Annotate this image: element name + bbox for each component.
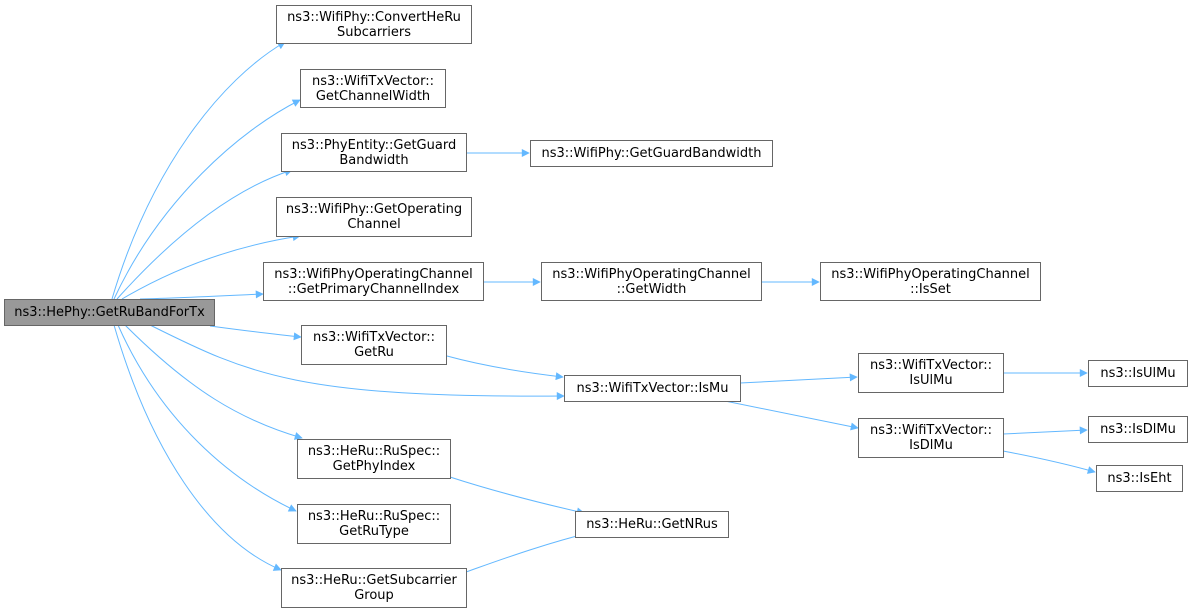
- node-label-line2: Subcarriers: [336, 24, 412, 40]
- node-phyentity-getguardbandwidth[interactable]: ns3::PhyEntity::GetGuard Bandwidth: [281, 133, 467, 172]
- node-label-line2: Bandwidth: [339, 152, 409, 168]
- edge-root-wifiphy-operating: [121, 233, 301, 300]
- edge-root-ruspec-rutype: [117, 324, 297, 512]
- node-label-line2: GetPhyIndex: [332, 459, 416, 474]
- node-label-line1: ns3::WifiPhy::ConvertHeRu: [287, 9, 461, 25]
- node-label: ns3::IsUlMu: [1100, 366, 1176, 381]
- edge-root-heru-subcarrier-group: [113, 324, 282, 571]
- node-label-line1: ns3::WifiPhyOperatingChannel: [552, 266, 751, 282]
- edge-txvector-ismu-txvector-isulmu: [739, 373, 858, 384]
- node-label-line1: ns3::WifiTxVector::: [869, 423, 992, 438]
- edge-txvector-isdlmu-isdlmu: [1002, 426, 1088, 435]
- node-wifitxvector-getchannelwidth[interactable]: ns3::WifiTxVector:: GetChannelWidth: [300, 69, 446, 108]
- node-hephy-getrubandfortx[interactable]: ns3::HePhy::GetRuBandForTx: [4, 299, 215, 326]
- node-label-line1: ns3::WifiTxVector::: [312, 330, 435, 345]
- node-opchannel-isset[interactable]: ns3::WifiPhyOperatingChannel ::IsSet: [820, 262, 1041, 301]
- node-wifitxvector-ismu[interactable]: ns3::WifiTxVector::IsMu: [564, 375, 741, 402]
- node-iseht[interactable]: ns3::IsEht: [1096, 465, 1183, 492]
- node-label: ns3::WifiPhy::GetGuardBandwidth: [541, 146, 762, 161]
- edge-root-txvector-channel-width: [113, 99, 301, 300]
- node-label-line2: IsUlMu: [909, 373, 953, 388]
- node-label-line2: GetRu: [354, 345, 394, 360]
- node-label-line1: ns3::HeRu::RuSpec::: [307, 509, 441, 524]
- node-wifiphy-convertheru-subcarriers[interactable]: ns3::WifiPhy::ConvertHeRu Subcarriers: [276, 5, 472, 44]
- node-heru-getnrus[interactable]: ns3::HeRu::GetNRus: [575, 511, 729, 538]
- node-heru-ruspec-getrutype[interactable]: ns3::HeRu::RuSpec:: GetRuType: [297, 504, 451, 544]
- node-label-line1: ns3::PhyEntity::GetGuard: [291, 137, 457, 153]
- node-wifiphy-getguardbandwidth[interactable]: ns3::WifiPhy::GetGuardBandwidth: [530, 140, 773, 167]
- edge-txvector-getru-txvector-ismu: [446, 355, 564, 381]
- edge-root-ruspec-phyindex: [124, 324, 303, 440]
- node-label-line1: ns3::WifiTxVector::: [869, 358, 992, 373]
- node-wifitxvector-getru[interactable]: ns3::WifiTxVector:: GetRu: [301, 325, 447, 365]
- node-label: ns3::WifiTxVector::IsMu: [576, 381, 729, 396]
- node-label: ns3::HePhy::GetRuBandForTx: [14, 305, 205, 320]
- node-label-line2: Channel: [347, 217, 401, 232]
- node-label-line2: GetRuType: [339, 524, 409, 539]
- node-label-line2: IsDlMu: [909, 438, 953, 453]
- node-label-line1: ns3::WifiPhyOperatingChannel: [831, 266, 1030, 282]
- node-heru-getsubcarriergroup[interactable]: ns3::HeRu::GetSubcarrier Group: [281, 568, 467, 608]
- node-label-line2: ::IsSet: [910, 281, 951, 297]
- node-heru-ruspec-getphyindex[interactable]: ns3::HeRu::RuSpec:: GetPhyIndex: [297, 439, 451, 479]
- edge-root-opchannel-primary: [139, 290, 264, 300]
- node-label-line1: ns3::HeRu::RuSpec::: [307, 444, 441, 459]
- edge-root-convert-he-ru: [111, 41, 286, 300]
- edge-txvector-isdlmu-iseht: [1002, 450, 1096, 474]
- node-isdlmu[interactable]: ns3::IsDlMu: [1088, 416, 1188, 443]
- node-label-line1: ns3::HeRu::GetSubcarrier: [291, 573, 457, 588]
- node-label: ns3::IsEht: [1107, 471, 1172, 486]
- node-opchannel-getwidth[interactable]: ns3::WifiPhyOperatingChannel ::GetWidth: [541, 262, 762, 301]
- node-label: ns3::IsDlMu: [1100, 422, 1176, 437]
- node-wifitxvector-isulmu[interactable]: ns3::WifiTxVector:: IsUlMu: [858, 353, 1004, 393]
- node-label-line2: ::GetWidth: [616, 281, 687, 297]
- node-label-line2: ::GetPrimaryChannelIndex: [287, 281, 460, 297]
- node-isulmu[interactable]: ns3::IsUlMu: [1088, 360, 1188, 387]
- edge-txvector-ismu-txvector-isdlmu: [719, 399, 859, 431]
- node-label-line2: Group: [354, 588, 394, 603]
- node-label-line1: ns3::WifiPhyOperatingChannel: [274, 266, 473, 282]
- node-opchannel-getprimarychannelindex[interactable]: ns3::WifiPhyOperatingChannel ::GetPrimar…: [263, 262, 484, 301]
- edge-root-txvector-getru: [209, 325, 302, 341]
- edge-root-phyentity-guard: [116, 168, 293, 300]
- node-label-line1: ns3::WifiTxVector::: [311, 73, 434, 89]
- node-label: ns3::HeRu::GetNRus: [586, 517, 718, 532]
- node-label-line1: ns3::WifiPhy::GetOperating: [285, 202, 463, 217]
- node-wifitxvector-isdlmu[interactable]: ns3::WifiTxVector:: IsDlMu: [858, 418, 1004, 458]
- edge-ruspec-phyindex-heru-getnrus: [449, 476, 585, 516]
- edge-root-txvector-ismu: [149, 324, 565, 401]
- node-label-line2: GetChannelWidth: [315, 88, 431, 104]
- node-wifiphy-getoperatingchannel[interactable]: ns3::WifiPhy::GetOperating Channel: [276, 197, 472, 237]
